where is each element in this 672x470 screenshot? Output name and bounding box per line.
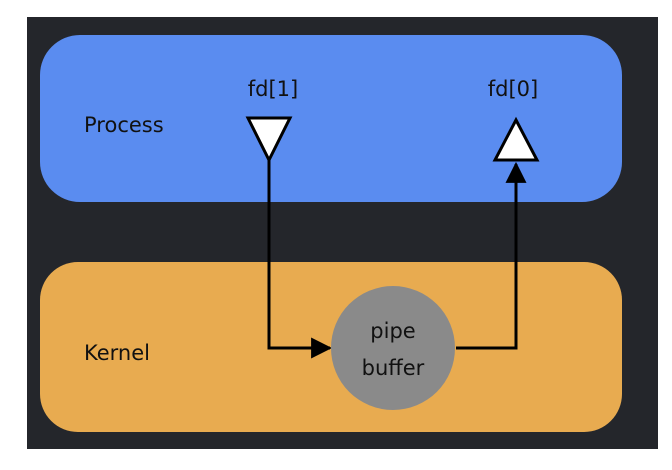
write-flow-arrow <box>267 160 333 359</box>
kernel-label: Kernel <box>84 341 150 365</box>
down-triangle-icon <box>245 116 293 164</box>
up-triangle-icon <box>492 116 540 162</box>
pipe-buffer-label-line1: pipe <box>370 319 415 343</box>
process-label: Process <box>84 113 164 137</box>
process-box <box>40 35 622 202</box>
fd0-label: fd[0] <box>488 77 538 101</box>
pipe-buffer-label-line2: buffer <box>362 356 425 380</box>
fd1-label: fd[1] <box>248 77 298 101</box>
pipe-buffer-circle <box>331 286 455 410</box>
read-flow-arrow <box>456 161 527 350</box>
